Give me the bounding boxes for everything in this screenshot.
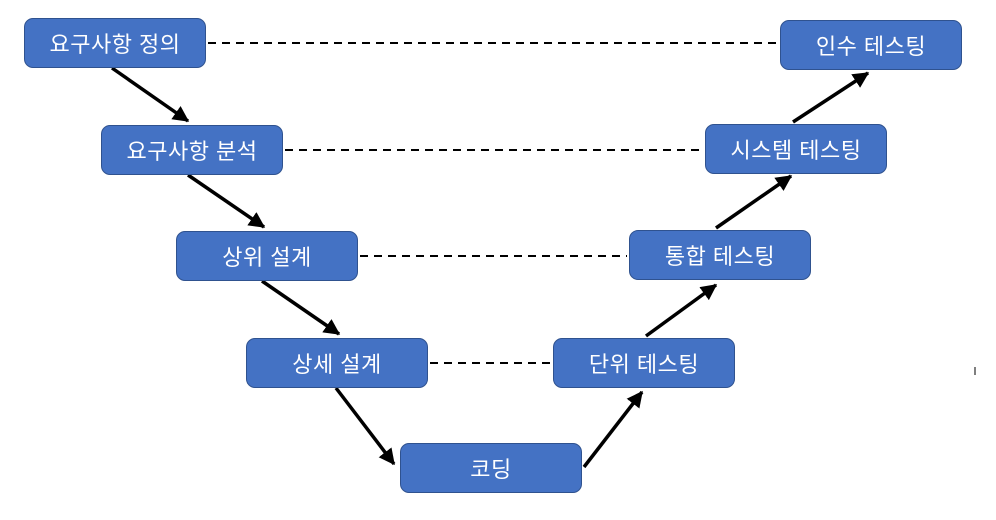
arrow-reqanalysis-to-highdesign xyxy=(187,173,266,229)
arrow-reqdef-to-reqanalysis xyxy=(110,66,190,123)
stray-mark xyxy=(974,367,976,375)
node-coding: 코딩 xyxy=(400,443,582,493)
node-integration-testing: 통합 테스팅 xyxy=(629,230,811,280)
node-system-testing: 시스템 테스팅 xyxy=(705,124,887,174)
arrow-integrationtest-to-systemtest xyxy=(715,174,793,230)
node-label: 상세 설계 xyxy=(292,352,382,377)
node-label: 코딩 xyxy=(470,457,512,482)
arrow-highdesign-to-detaildesign xyxy=(261,279,341,336)
node-high-level-design: 상위 설계 xyxy=(176,231,358,281)
node-requirements-definition: 요구사항 정의 xyxy=(24,18,206,68)
node-label: 요구사항 정의 xyxy=(49,32,181,57)
node-label: 시스템 테스팅 xyxy=(730,138,862,163)
arrow-systemtest-to-acceptancetest xyxy=(792,71,870,124)
arrow-detaildesign-to-coding xyxy=(334,386,396,466)
arrow-unittest-to-integrationtest xyxy=(644,283,718,338)
arrow-coding-to-unittest xyxy=(582,390,644,469)
node-label: 인수 테스팅 xyxy=(815,34,927,59)
node-unit-testing: 단위 테스팅 xyxy=(553,338,735,388)
node-label: 통합 테스팅 xyxy=(664,244,776,269)
node-label: 상위 설계 xyxy=(222,245,312,270)
node-label: 단위 테스팅 xyxy=(588,352,700,377)
node-acceptance-testing: 인수 테스팅 xyxy=(780,20,962,70)
node-detailed-design: 상세 설계 xyxy=(246,338,428,388)
node-label: 요구사항 분석 xyxy=(126,139,258,164)
node-requirements-analysis: 요구사항 분석 xyxy=(101,125,283,175)
